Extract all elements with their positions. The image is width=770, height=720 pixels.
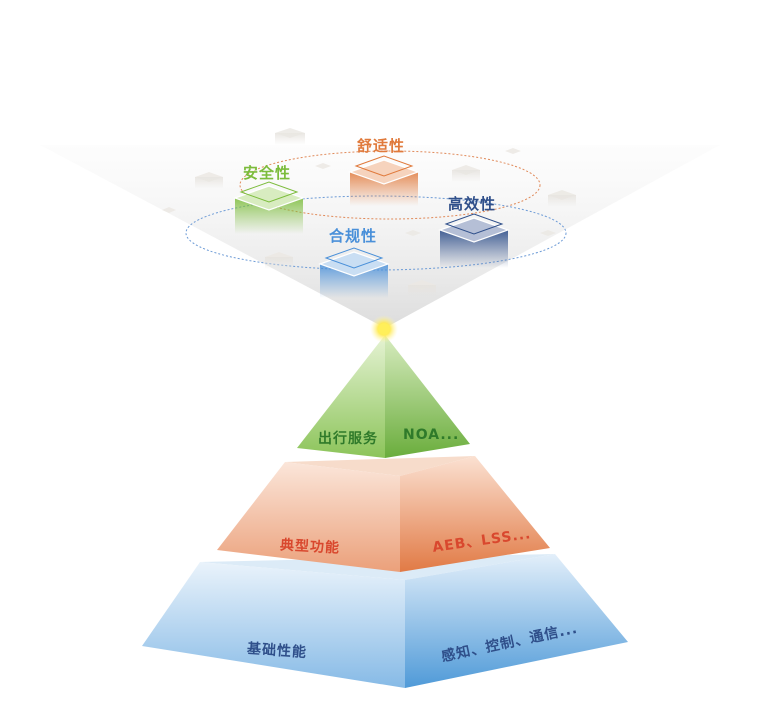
funnel-cone (40, 145, 720, 328)
pyramid-tier-middle (217, 456, 550, 572)
pyramid-tier-top (297, 335, 470, 458)
decorative-cubes (162, 128, 576, 297)
top-tier-left-label: 出行服务 (318, 431, 378, 447)
safety-label: 安全性 (243, 164, 292, 182)
comfort-cube-icon (348, 155, 420, 206)
efficiency-label: 高效性 (448, 195, 497, 213)
middle-tier-left-label: 典型功能 (279, 537, 341, 557)
safety-cube-icon (233, 181, 305, 234)
compliance-cube-icon (318, 247, 390, 298)
outer-ring (239, 150, 541, 220)
comfort-label: 舒适性 (357, 137, 406, 155)
top-tier-right-label: NOA... (403, 427, 460, 443)
bottom-tier-left-label: 基础性能 (246, 640, 308, 662)
efficiency-cube-icon (438, 213, 510, 268)
compliance-label: 合规性 (329, 227, 378, 245)
